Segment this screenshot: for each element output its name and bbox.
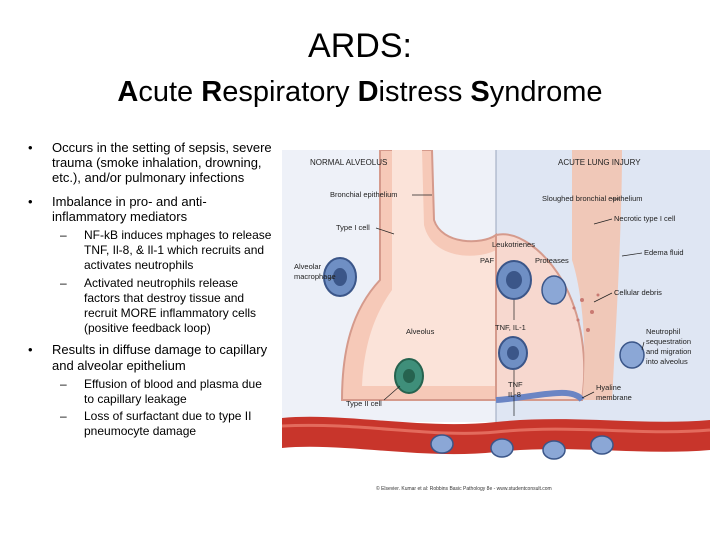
label-hyaline: Hyaline — [596, 383, 621, 392]
dash-icon: – — [60, 228, 67, 243]
label-leukotrienes: Leukotrienes — [492, 240, 535, 249]
dash-icon: – — [60, 409, 67, 424]
bullet-text: Results in diffuse damage to capillary a… — [52, 342, 268, 373]
bullet-text: Occurs in the setting of sepsis, severe … — [52, 140, 272, 186]
neutrophil-cell — [619, 341, 645, 369]
label-cellular-debris: Cellular debris — [614, 288, 662, 297]
label-tnf-il1: TNF, IL-1 — [495, 323, 526, 332]
subtitle-cap-d: D — [357, 76, 379, 108]
dash-icon: – — [60, 275, 67, 290]
label-tnf: TNF — [508, 380, 523, 389]
subtitle-rest-s: yndrome — [489, 76, 603, 108]
neutrophil-cell — [541, 275, 567, 305]
dash-icon: – — [60, 376, 67, 391]
label-alveolar: Alveolar — [294, 262, 322, 271]
sub-bullet-text: NF-kB induces mphages to release TNF, Il… — [84, 228, 272, 273]
bullet-item: • Occurs in the setting of sepsis, sever… — [24, 140, 274, 186]
label-type2-cell: Type II cell — [346, 399, 382, 408]
normal-alveolus-header: NORMAL ALVEOLUS — [310, 158, 387, 167]
macrophage-nucleus — [507, 346, 519, 360]
alveolus-lumen — [362, 150, 496, 386]
label-membrane: membrane — [596, 393, 632, 402]
type2-nucleus — [403, 369, 415, 383]
sub-bullet-text: Effusion of blood and plasma due to capi… — [84, 376, 262, 407]
slide-title: ARDS: — [308, 27, 412, 65]
injured-wall — [572, 150, 622, 400]
macrophage-nucleus — [333, 268, 347, 286]
acute-lung-injury-header: ACUTE LUNG INJURY — [558, 158, 641, 167]
capillary-highlight — [282, 423, 710, 435]
sub-bullet-text: Loss of surfactant due to type II pneumo… — [84, 409, 252, 439]
label-neutrophil-1: Neutrophil — [646, 327, 681, 336]
label-sloughed-epithelium: Sloughed bronchial epithelium — [542, 194, 643, 203]
hyaline-membrane — [495, 389, 585, 403]
label-type1-cell: Type I cell — [336, 223, 370, 232]
subtitle-rest-d: istress — [378, 76, 471, 108]
label-neutrophil-2: sequestration — [646, 337, 691, 346]
sub-bullet-text: Activated neutrophils release factors th… — [84, 275, 257, 336]
label-capillary: Capillary — [290, 447, 321, 456]
label-neutrophil-4: into alveolus — [646, 357, 688, 366]
figure-credit: © Elsevier. Kumar et al: Robbins Basic P… — [376, 485, 552, 492]
sub-bullet-item: – NF-kB induces mphages to release TNF, … — [24, 228, 274, 274]
ards-pathology-diagram: NORMAL ALVEOLUS ACUTE LUNG INJURY Bronch… — [282, 150, 710, 495]
neutrophil-cell — [590, 435, 614, 455]
label-neutrophil-3: and migration — [646, 347, 691, 356]
bullet-list: • Occurs in the setting of sepsis, sever… — [24, 140, 274, 442]
label-alveolus: Alveolus — [406, 327, 435, 336]
slide-subtitle: Acute Respiratory Distress Syndrome — [0, 74, 720, 110]
label-paf: PAF — [480, 256, 494, 265]
bullet-dot-icon: • — [28, 342, 33, 358]
sub-bullet-item: – Effusion of blood and plasma due to ca… — [24, 377, 274, 407]
sub-bullet-item: – Activated neutrophils release factors … — [24, 276, 274, 337]
bullet-item: • Imbalance in pro- and anti-inflammator… — [24, 194, 274, 224]
neutrophil-cell — [542, 440, 566, 460]
label-proteases: Proteases — [535, 256, 569, 265]
subtitle-cap-a: A — [117, 76, 139, 108]
subtitle-cap-r: R — [201, 76, 223, 108]
cellular-debris — [572, 293, 600, 332]
leader-lines — [328, 194, 645, 416]
label-macrophage: macrophage — [294, 272, 336, 281]
subtitle-rest-r: espiratory — [222, 76, 358, 108]
subtitle-cap-s: S — [470, 76, 490, 108]
activated-macrophage-nucleus — [506, 271, 522, 289]
label-necrotic-type1: Necrotic type I cell — [614, 214, 676, 223]
label-bronchial-epithelium: Bronchial epithelium — [330, 190, 398, 199]
bullet-dot-icon: • — [28, 193, 33, 209]
bullet-dot-icon: • — [28, 140, 33, 155]
bullet-item: • Results in diffuse damage to capillary… — [24, 342, 274, 372]
neutrophil-cell — [490, 438, 514, 458]
label-il8: IL-8 — [508, 390, 521, 399]
bullet-text: Imbalance in pro- and anti-inflammatory … — [52, 193, 207, 224]
neutrophil-cell — [430, 434, 454, 454]
label-edema-fluid: Edema fluid — [644, 248, 684, 257]
subtitle-rest-a: cute — [138, 76, 202, 108]
sub-bullet-item: – Loss of surfactant due to type II pneu… — [24, 409, 274, 439]
